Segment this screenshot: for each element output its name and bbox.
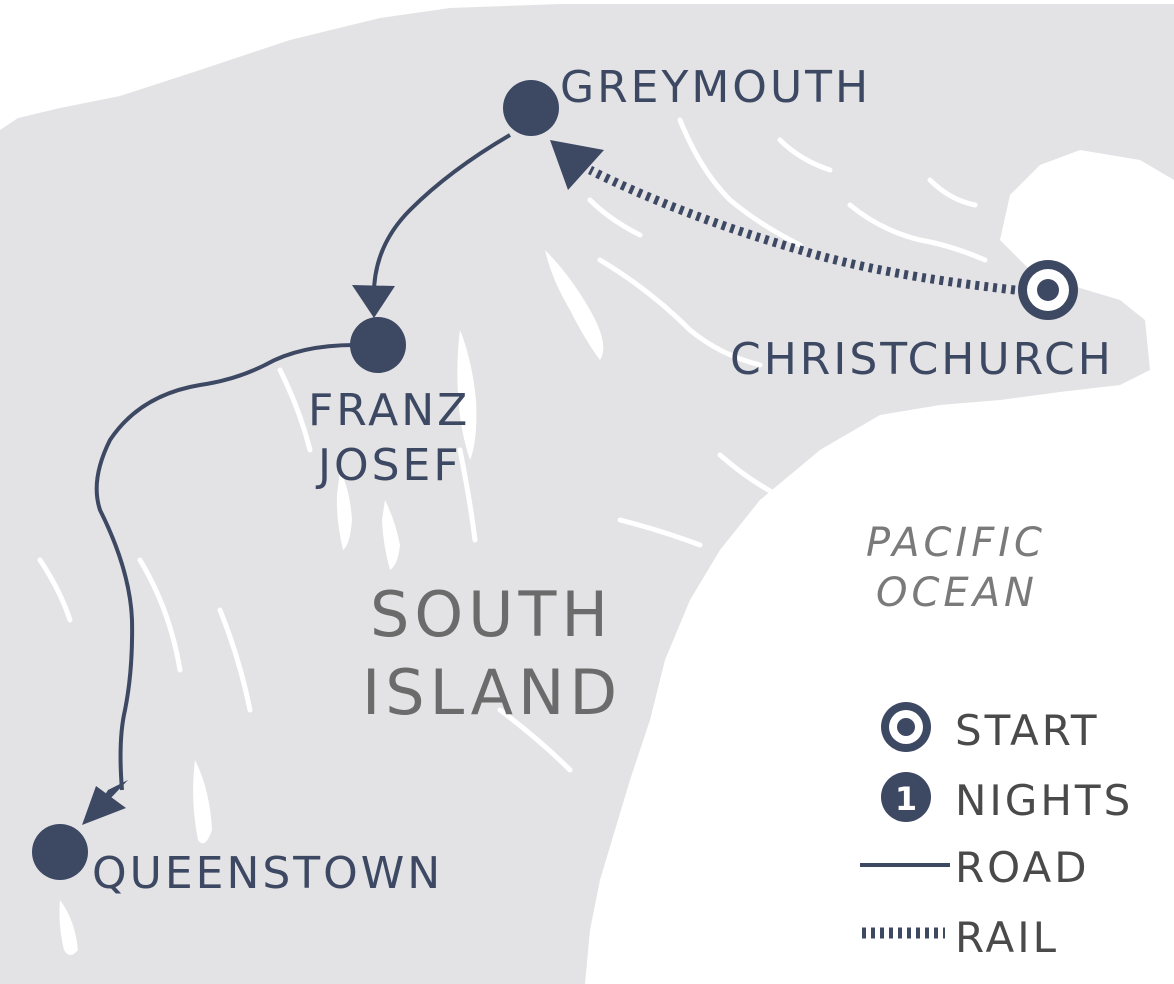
queenstown-marker (32, 824, 88, 880)
legend-nights-badge: 1 (895, 780, 917, 818)
legend: START 1 NIGHTS ROAD RAIL (860, 702, 1133, 962)
ocean-label-line1: PACIFIC (866, 520, 1046, 566)
road-arrowhead-franzjosef (352, 285, 395, 318)
legend-start-label: START (955, 706, 1100, 755)
road-arrowhead-queenstown-fill (82, 786, 126, 825)
land-mass (0, 4, 1174, 984)
greymouth-label: GREYMOUTH (560, 62, 871, 113)
queenstown-label: QUEENSTOWN (92, 848, 443, 899)
legend-rail-label: RAIL (955, 913, 1059, 962)
rail-arrowhead (550, 140, 604, 190)
christchurch-label: CHRISTCHURCH (730, 334, 1114, 385)
rivers (37, 117, 988, 773)
region-label-line1: SOUTH (370, 578, 613, 651)
legend-start-icon (881, 702, 931, 752)
legend-road-label: ROAD (955, 843, 1090, 892)
road-franzjosef-queenstown (94, 343, 356, 791)
legend-nights-icon (881, 772, 931, 822)
greymouth-marker (503, 80, 559, 136)
legend-nights-label: NIGHTS (955, 776, 1133, 825)
rail-route (587, 165, 1016, 295)
franz-josef-marker (350, 317, 406, 373)
lakes (59, 250, 604, 955)
franz-josef-label-line1: FRANZ (308, 385, 470, 436)
ocean-label-line2: OCEAN (876, 570, 1038, 616)
christchurch-start-marker (1018, 260, 1078, 320)
road-greymouth-franzjosef (371, 133, 512, 301)
franz-josef-label-line2: JOSEF (315, 440, 462, 491)
region-label-line2: ISLAND (362, 656, 622, 729)
